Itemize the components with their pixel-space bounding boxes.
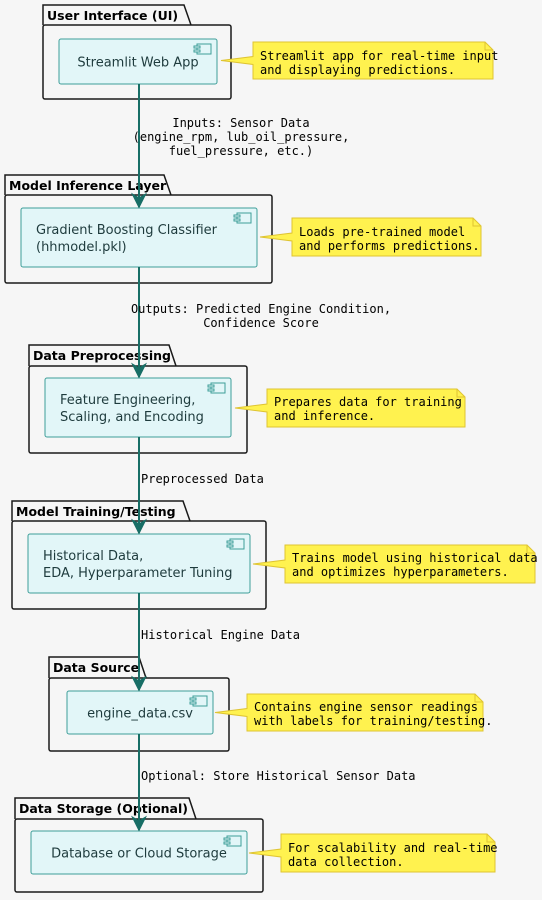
note-shape [220, 41, 494, 80]
note-text: and displaying predictions. [260, 63, 455, 77]
component-label: Feature Engineering, [60, 393, 195, 408]
package-tab [4, 174, 172, 196]
package-tab [48, 656, 147, 679]
note-text: Prepares data for training [274, 395, 462, 409]
note-text: Loads pre-trained model [299, 225, 465, 239]
component-data-source[interactable]: engine_data.csv [66, 690, 214, 735]
edge-label: Historical Engine Data [141, 628, 300, 642]
edge-label: Inputs: Sensor Data [172, 116, 309, 130]
note-fold [456, 389, 465, 398]
package-title: Data Storage (Optional) [19, 801, 188, 816]
package-tab [11, 500, 191, 522]
note-shape [214, 693, 484, 732]
note-text: with labels for training/testing. [254, 714, 492, 728]
component-icon [189, 695, 208, 707]
component-icon [223, 835, 242, 847]
component-icon [207, 382, 226, 394]
component-label: EDA, Hyperparameter Tuning [43, 566, 233, 581]
edge-label: (engine_rpm, lub_oil_pressure, [133, 130, 350, 144]
package-title: Data Source [53, 660, 139, 675]
component-label: Database or Cloud Storage [51, 847, 227, 862]
edge-data-preprocessing-to-model-training-testing: Preprocessed Data [131, 437, 264, 535]
edge-user-interface-ui-to-model-inference-layer: Inputs: Sensor Data(engine_rpm, lub_oil_… [131, 84, 350, 209]
package-tab [42, 4, 192, 26]
package-title: User Interface (UI) [47, 8, 178, 23]
edge-label: Optional: Store Historical Sensor Data [141, 769, 416, 783]
note-text: Contains engine sensor readings [254, 700, 478, 714]
component-label: engine_data.csv [87, 707, 193, 722]
note-text: Trains model using historical data [292, 551, 538, 565]
component-icon [226, 538, 245, 550]
component-label: Historical Data, [43, 549, 143, 564]
edge-label: fuel_pressure, etc.) [169, 144, 314, 158]
package-user-interface-ui: User Interface (UI) Streamlit Web App Stre… [42, 4, 498, 100]
note-fold [486, 834, 495, 843]
note-shape [248, 833, 496, 873]
component-icon [193, 43, 212, 55]
note-fold [472, 218, 481, 227]
edge-label: Confidence Score [203, 316, 319, 330]
note-text: For scalability and real-time [288, 841, 498, 855]
note-text: and inference. [274, 409, 375, 423]
component-label: Scaling, and Encoding [60, 410, 204, 425]
component-label: (hhmodel.pkl) [36, 240, 127, 255]
component-label: Gradient Boosting Classifier [36, 223, 218, 238]
arrows-layer: Inputs: Sensor Data(engine_rpm, lub_oil_… [131, 84, 416, 832]
note-shape [252, 544, 536, 584]
note-shape [259, 217, 482, 257]
component-user-interface-ui[interactable]: Streamlit Web App [58, 38, 218, 85]
edge-model-inference-layer-to-data-preprocessing: Outputs: Predicted Engine Condition,Conf… [131, 267, 391, 379]
note-shape [234, 388, 466, 428]
note-fold [484, 42, 493, 51]
note-fold [474, 694, 483, 703]
component-label: Streamlit Web App [77, 56, 198, 71]
component-data-preprocessing[interactable]: Feature Engineering, Scaling, and Encodin… [44, 377, 232, 438]
package-title: Model Inference Layer [9, 178, 167, 193]
edge-label: Preprocessed Data [141, 472, 264, 486]
edge-label: Outputs: Predicted Engine Condition, [131, 302, 391, 316]
package-title: Model Training/Testing [16, 504, 176, 519]
package-title: Data Preprocessing [33, 348, 171, 363]
note-text: data collection. [288, 855, 404, 869]
note-text: and optimizes hyperparameters. [292, 565, 509, 579]
package-tab [28, 344, 177, 367]
component-model-training-testing[interactable]: Historical Data, EDA, Hyperparameter Tuni… [27, 533, 251, 594]
edge-data-source-to-data-storage-optional: Optional: Store Historical Sensor Data [131, 734, 416, 832]
note-text: and performs predictions. [299, 239, 480, 253]
note-fold [526, 545, 535, 554]
package-data-source: Data Source engine_data.csv Contains engin… [48, 656, 492, 752]
package-data-storage-optional: Data Storage (Optional) Database or Cloud… [14, 797, 498, 893]
note-text: Streamlit app for real-time input [260, 49, 498, 63]
component-data-storage-optional[interactable]: Database or Cloud Storage [30, 830, 248, 875]
component-icon [233, 212, 252, 224]
edge-model-training-testing-to-data-source: Historical Engine Data [131, 593, 300, 692]
component-model-inference-layer[interactable]: Gradient Boosting Classifier (hhmodel.pkl… [20, 207, 258, 268]
package-tab [14, 797, 197, 820]
